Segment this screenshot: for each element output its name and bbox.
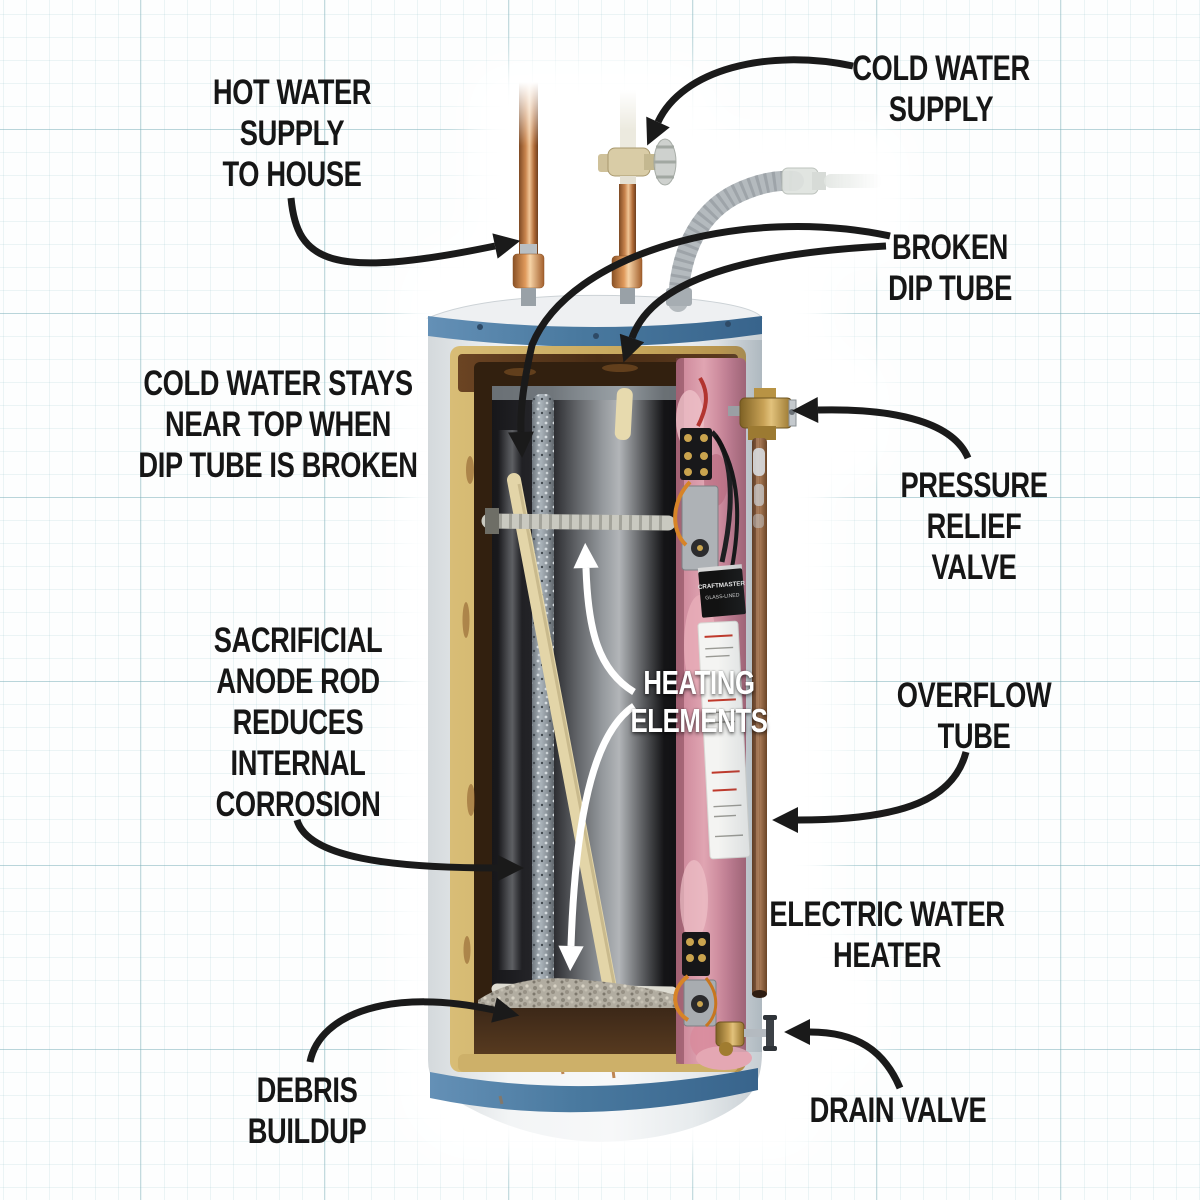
- label-cold-water-stays: COLD WATER STAYS NEAR TOP WHEN DIP TUBE …: [138, 364, 418, 485]
- arrow-hot-water-supply: [287, 197, 521, 267]
- arrow-debris-buildup: [306, 997, 520, 1063]
- water-heater: CRAFTMASTER GLASS-LINED: [426, 82, 882, 1142]
- top-blue-band: [428, 316, 762, 347]
- conduit-connector: [781, 167, 882, 195]
- label-pressure-relief-valve: PRESSURE RELIEF VALVE: [900, 466, 1048, 587]
- heating-element-arrows: [558, 542, 637, 972]
- cutaway-opening: CRAFTMASTER GLASS-LINED: [450, 346, 752, 1072]
- label-sacrificial-anode: SACRIFICIAL ANODE ROD REDUCES INTERNAL C…: [213, 621, 383, 824]
- label-hot-water-supply: HOT WATER SUPPLY TO HOUSE: [212, 73, 372, 194]
- arrow-overflow-tube: [772, 751, 970, 833]
- overflow-tube-pipe: [752, 438, 767, 998]
- hot-water-pipe: [512, 82, 545, 306]
- broken-dip-tube-piece: [507, 473, 617, 995]
- upper-heating-element: [481, 508, 676, 534]
- label-broken-dip-tube: BROKEN DIP TUBE: [888, 228, 1012, 308]
- arrow-pressure-relief-valve: [792, 397, 972, 460]
- arrow-cold-water-supply: [646, 56, 854, 146]
- bottom-blue-band: [430, 1068, 758, 1113]
- label-drain-valve: DRAIN VALVE: [809, 1091, 987, 1130]
- arrow-heating-element-lower: [558, 703, 637, 972]
- electrical-conduit: [666, 167, 882, 312]
- label-overflow-tube: OVERFLOW TUBE: [896, 676, 1052, 756]
- debris-pile: [478, 978, 686, 1010]
- lower-thermostat: [673, 932, 718, 1028]
- arrow-broken-dip-tube-stub: [619, 242, 887, 363]
- label-heating-elements: HEATING ELEMENTS: [630, 664, 768, 739]
- band-screws: [477, 321, 731, 339]
- dip-tube-stub: [614, 387, 633, 441]
- arrow-broken-dip-tube-piece: [508, 223, 891, 458]
- arrow-drain-valve: [784, 1019, 904, 1090]
- anode-rod: [532, 394, 554, 1004]
- label-electric-water-heater: ELECTRIC WATER HEATER: [769, 895, 1005, 975]
- arrow-sacrificial-anode: [293, 818, 524, 881]
- label-debris-buildup: DEBRIS BUILDUP: [247, 1071, 367, 1151]
- cold-water-pipe: [598, 90, 677, 304]
- label-cold-water-supply: COLD WATER SUPPLY: [852, 49, 1030, 129]
- foam-bottom-edge: [458, 1054, 738, 1072]
- arrow-heating-element-upper: [573, 542, 636, 695]
- annotation-arrows: [287, 56, 972, 1090]
- drain-valve-fitting: [715, 1015, 777, 1056]
